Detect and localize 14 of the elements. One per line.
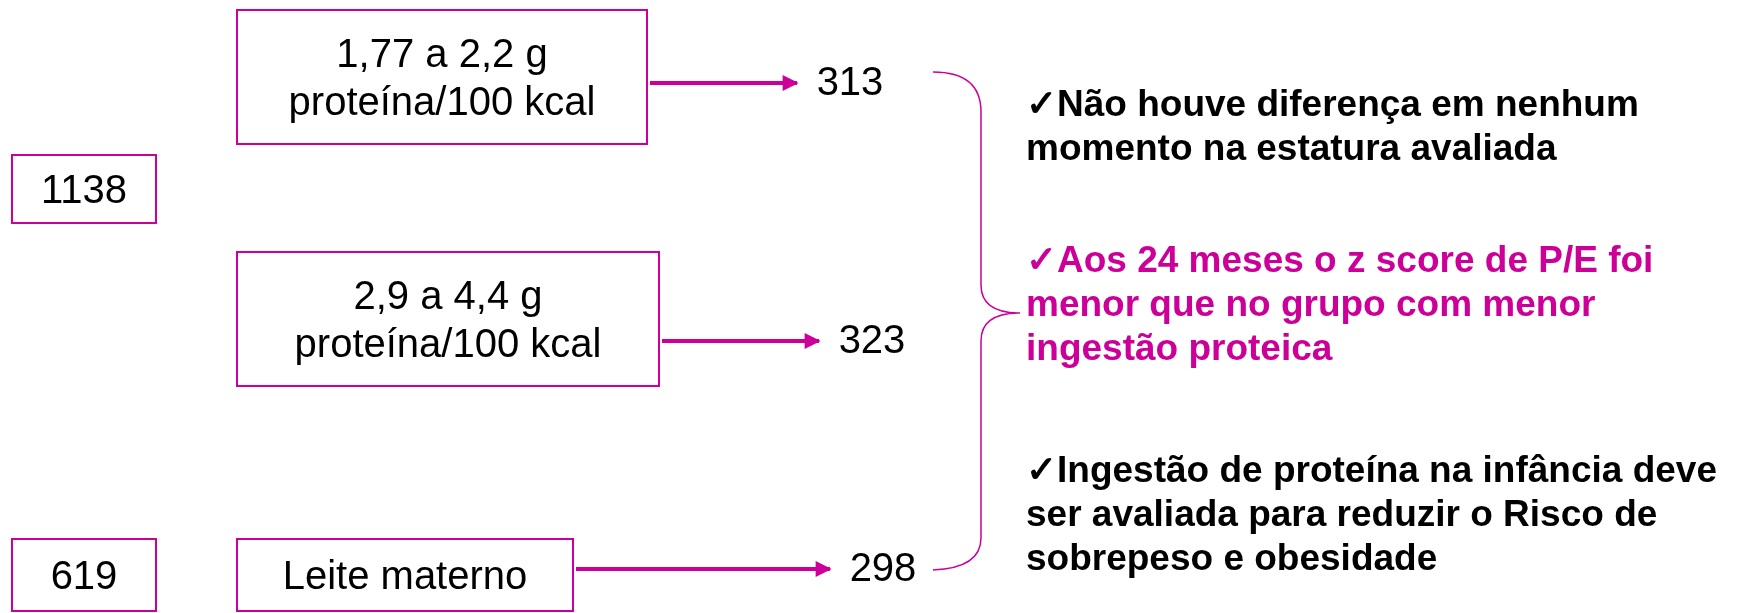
note-text: ✓Ingestão de proteína na infância deve ser avaliada para reduzir o Risco de sobrepeso e obesidade (1026, 448, 1718, 580)
text-box: 619 (11, 538, 157, 612)
arrow (576, 561, 832, 577)
count-value: 323 (825, 314, 919, 364)
text-box: 1138 (11, 154, 157, 224)
text-box: 2,9 a 4,4 g proteína/100 kcal (236, 251, 660, 387)
arrow (650, 75, 799, 91)
note-text: ✓Aos 24 meses o z score de P/E foi menor que no grupo com menor ingestão proteica (1026, 238, 1655, 370)
count-value: 298 (836, 542, 930, 592)
text-box: 1,77 a 2,2 g proteína/100 kcal (236, 9, 648, 145)
note-text: ✓Não houve diferença em nenhum momento na estatura avaliada (1026, 82, 1640, 170)
count-value: 313 (803, 56, 897, 106)
text-box: Leite materno (236, 538, 574, 612)
arrow (662, 333, 821, 349)
